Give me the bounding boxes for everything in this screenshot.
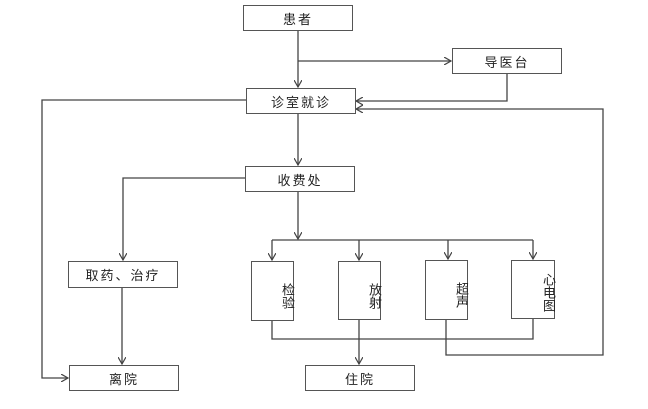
edge-consultation-discharge xyxy=(41,99,246,378)
node-patient: 患者 xyxy=(243,5,353,31)
node-guide-desk: 导医台 xyxy=(452,48,562,74)
node-consultation: 诊室就诊 xyxy=(246,88,356,114)
edge-cashier-medicine xyxy=(123,177,245,260)
node-ecg: 心电图 xyxy=(511,260,555,319)
node-ultrasound: 超声 xyxy=(425,260,468,320)
node-cashier: 收费处 xyxy=(245,166,355,192)
node-medicine: 取药、治疗 xyxy=(68,261,178,288)
edge-guide-consultation xyxy=(356,74,508,101)
node-hospitalization: 住院 xyxy=(305,365,415,391)
node-lab-test: 检验 xyxy=(251,261,294,321)
node-radiology: 放射 xyxy=(338,261,381,320)
edge-ultrasound-consultation xyxy=(356,109,604,356)
node-discharge: 离院 xyxy=(69,365,179,391)
exams-join xyxy=(271,318,534,340)
